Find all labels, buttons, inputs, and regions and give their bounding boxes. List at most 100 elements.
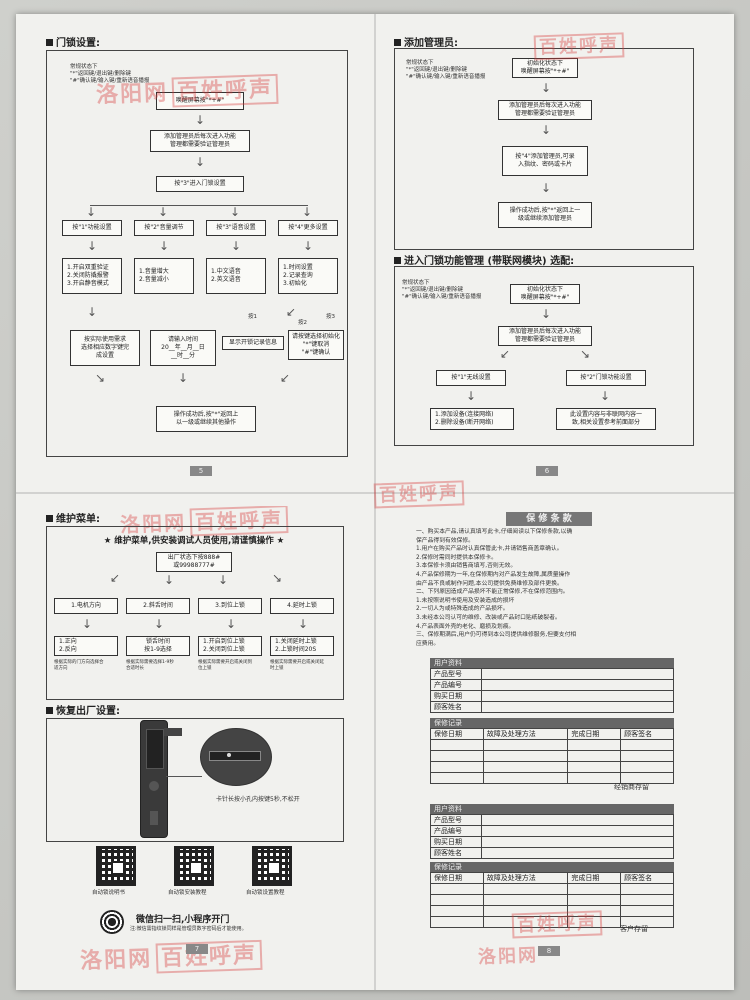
cell[interactable] xyxy=(567,761,622,773)
arrow-down-icon: ↙ xyxy=(286,305,297,319)
press-3-label: 按3 xyxy=(326,314,335,320)
cell[interactable] xyxy=(430,916,484,928)
cell[interactable] xyxy=(430,894,484,906)
field-value[interactable] xyxy=(481,836,674,848)
init-box: 请按键选择初始化 "*"键取消 "#"键确认 xyxy=(288,330,344,360)
page-5: 门锁设置: 常规状态下 "*"返回键/退出键/删除键 "#"确认键/输入键/重新… xyxy=(40,30,360,480)
cell[interactable] xyxy=(430,905,484,917)
cell[interactable] xyxy=(567,894,622,906)
cell[interactable] xyxy=(482,772,569,784)
arrow-down-icon: ↓ xyxy=(226,617,237,631)
field-label: 产品编号 xyxy=(430,679,482,691)
field-value[interactable] xyxy=(481,825,674,837)
cell[interactable] xyxy=(430,772,484,784)
cell[interactable] xyxy=(482,883,569,895)
warranty-terms: 一、购买本产品,请认真填写此卡,仔细阅读以下保修条款,以确 保产品得到有效保修。… xyxy=(416,529,577,647)
arrow-down-icon: ↓ xyxy=(154,617,165,631)
cell[interactable] xyxy=(482,761,569,773)
field-value[interactable] xyxy=(481,668,674,680)
cell[interactable] xyxy=(620,772,674,784)
page-title: 维护菜单: xyxy=(46,510,100,525)
field-label: 顾客姓名 xyxy=(430,847,482,859)
cell[interactable] xyxy=(482,894,569,906)
page-7: 维护菜单: 洛阳网百姓呼声 ★ 维护菜单,供安装调试人员使用,请谨慎操作 ★ 出… xyxy=(40,506,370,986)
col-header: 完成日期 xyxy=(567,872,622,884)
cell[interactable] xyxy=(620,739,674,751)
field-value[interactable] xyxy=(481,847,674,859)
record-bar-2: 保修记录 xyxy=(430,862,674,872)
option-box-2: 按"2"音量调节 xyxy=(134,220,194,236)
cell[interactable] xyxy=(567,772,622,784)
reset-instruction: 卡针长按小孔内按键5秒,不松开 xyxy=(216,796,300,803)
network-box: 1.添加设备(连接网络) 2.删除设备(断开网络) xyxy=(430,408,514,430)
arrow-down-icon: ↓ xyxy=(600,389,611,403)
cell[interactable] xyxy=(620,883,674,895)
user-info-bar: 用户资料 xyxy=(430,658,674,668)
menu-sub-4: 1.关闭延时上锁 2.上锁时间20S xyxy=(270,636,334,656)
factory-code-box: 出厂状态下按888# 或99988777# xyxy=(156,552,232,572)
cell[interactable] xyxy=(482,739,569,751)
field-label: 产品型号 xyxy=(430,814,482,826)
field-value[interactable] xyxy=(481,679,674,691)
cell[interactable] xyxy=(430,883,484,895)
col-header: 完成日期 xyxy=(567,728,622,740)
cell[interactable] xyxy=(430,750,484,762)
lock-handle-image xyxy=(164,728,182,736)
cell[interactable] xyxy=(430,761,484,773)
watermark: 百姓呼声 xyxy=(508,908,603,939)
sub-box-1: 1.开启双重验证 2.关闭防撬报警 3.开启静音模式 xyxy=(62,258,122,294)
qr-code-settings xyxy=(252,846,292,886)
cell[interactable] xyxy=(430,739,484,751)
qr-label-2: 自动锁安装教程 xyxy=(168,890,207,896)
record-table: 保修日期故障及处理方法完成日期顾客签名 xyxy=(430,728,674,784)
field-value[interactable] xyxy=(481,701,674,713)
arrow-down-right-icon: ↘ xyxy=(272,571,283,585)
field-value[interactable] xyxy=(481,690,674,702)
qr-label-1: 自动锁说明书 xyxy=(92,890,126,896)
menu-item-3: 3.到位上锁 xyxy=(198,598,262,614)
reset-frame xyxy=(46,718,344,842)
arrow-down-icon: ↓ xyxy=(231,239,242,253)
record-box: 显示开锁记录信息 xyxy=(222,336,284,350)
door-lock-image xyxy=(140,720,168,838)
cell[interactable] xyxy=(567,739,622,751)
time-box: 请输入时间 20__年__月__日 __时__分 xyxy=(150,330,216,366)
arrow-down-left-icon: ↙ xyxy=(110,571,121,585)
cell[interactable] xyxy=(567,883,622,895)
cell[interactable] xyxy=(620,905,674,917)
cell[interactable] xyxy=(620,761,674,773)
page-number: 6 xyxy=(536,466,558,476)
cell[interactable] xyxy=(620,916,674,928)
arrow-down-icon: ↘ xyxy=(95,371,106,385)
pointer-line xyxy=(166,776,202,777)
verify-box-2: 添加管理员后每次进入功能 管理都需要验证管理员 xyxy=(498,326,592,346)
arrow-down-icon: ↙ xyxy=(280,371,291,385)
menu-sub-2: 锁舌时间 按1-9选择 xyxy=(126,636,190,656)
page-8: 保 修 条 款 一、购买本产品,请认真填写此卡,仔细阅读以下保修条款,以确 保产… xyxy=(388,506,724,986)
watermark: 洛阳网百姓呼声 xyxy=(95,71,279,109)
done-box: 操作成功后,按"*"返回上 以一级或继续其他操作 xyxy=(156,406,256,432)
user-info-table: 产品型号 产品编号 购买日期 顾客姓名 xyxy=(430,668,674,713)
field-label: 购买日期 xyxy=(430,690,482,702)
mini-program-code xyxy=(100,910,124,934)
cell[interactable] xyxy=(620,750,674,762)
qr-label-3: 自动锁设置教程 xyxy=(246,890,285,896)
arrow-down-icon: ↓ xyxy=(298,617,309,631)
section-title: 进入门锁功能管理 (带联网模块) 选配: xyxy=(394,252,574,267)
field-label: 产品型号 xyxy=(430,668,482,680)
field-value[interactable] xyxy=(481,814,674,826)
page-title: 门锁设置: xyxy=(46,34,100,49)
arrow-down-icon: ↓ xyxy=(164,573,175,587)
watermark: 百姓呼声 xyxy=(370,478,465,509)
cell[interactable] xyxy=(620,894,674,906)
page-number: 8 xyxy=(538,946,560,956)
page-6: 添加管理员: 常规状态下 "*"返回键/退出键/删除键 "#"确认键/输入键/重… xyxy=(390,30,720,480)
key-note: 常规状态下 "*"返回键/退出键/删除键 "#"确认键/输入键/重新语音播报 xyxy=(70,64,150,84)
field-label: 购买日期 xyxy=(430,836,482,848)
customer-copy-label: 客户存留 xyxy=(620,925,648,933)
field-label: 顾客姓名 xyxy=(430,701,482,713)
cell[interactable] xyxy=(567,750,622,762)
maintenance-banner: ★ 维护菜单,供安装调试人员使用,请谨慎操作 ★ xyxy=(103,536,285,546)
key-note: 常规状态下 "*"返回键/退出键/删除键 "#"确认键/输入键/重新语音播报 xyxy=(406,60,486,80)
cell[interactable] xyxy=(482,750,569,762)
